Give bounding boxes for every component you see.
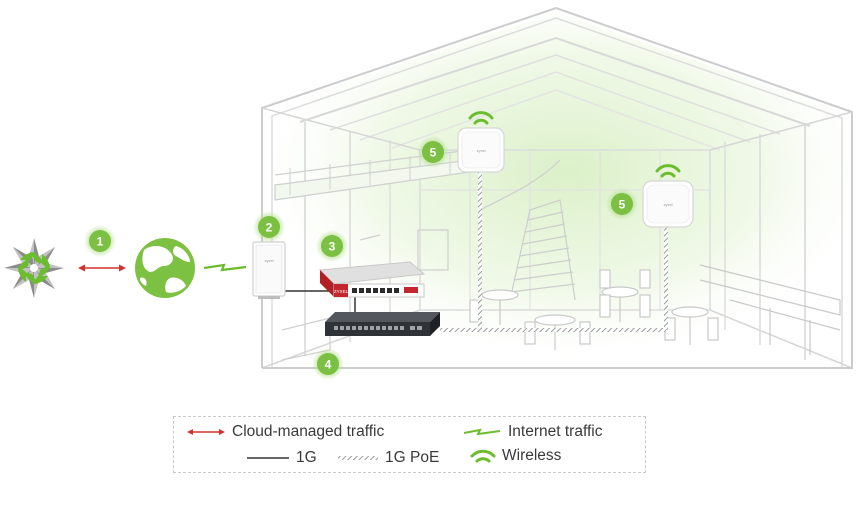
legend: Cloud-managed traffic Internet traffic 1… xyxy=(173,416,646,473)
red-double-arrow-icon xyxy=(187,429,225,435)
badge-ceiling-ap-2-number: 5 xyxy=(619,198,626,212)
cloud-managed-traffic-arrow xyxy=(78,264,126,272)
globe-icon xyxy=(135,238,195,298)
cable-poe-ap1 xyxy=(478,172,482,330)
outdoor-access-point: zyxel xyxy=(252,241,286,299)
firewall-device: ZYXEL xyxy=(318,261,426,298)
wireless-icon xyxy=(470,449,496,463)
badge-ceiling-ap-2: 5 xyxy=(606,188,638,220)
badge-outdoor-ap: 2 xyxy=(253,211,285,243)
wireless-icon xyxy=(468,111,494,125)
cable-poe-floor xyxy=(440,328,666,332)
poe-switch-device xyxy=(325,312,440,336)
badge-cloud-number: 1 xyxy=(97,235,104,249)
legend-item-1g: 1G xyxy=(246,449,317,467)
wireless-icon xyxy=(655,164,681,178)
badge-cloud: 1 xyxy=(84,225,116,257)
badge-outdoor-ap-number: 2 xyxy=(266,221,273,235)
lightning-link-icon xyxy=(463,428,501,436)
ap-brand-label: zyxel xyxy=(264,258,273,263)
legend-wireless-label: Wireless xyxy=(502,447,562,464)
ceiling-ap-1-brand: zyxel xyxy=(476,148,485,153)
legend-cloud-managed-label: Cloud-managed traffic xyxy=(232,423,385,440)
legend-item-cloud-managed: Cloud-managed traffic xyxy=(186,423,384,441)
badge-ceiling-ap-1: 5 xyxy=(417,136,449,168)
badge-switch-number: 4 xyxy=(325,358,332,372)
internet-traffic-link xyxy=(203,263,247,272)
legend-internet-label: Internet traffic xyxy=(508,423,603,440)
hatched-line-icon xyxy=(338,456,378,460)
building-illustration xyxy=(261,6,853,369)
firewall-brand-label: ZYXEL xyxy=(334,289,349,294)
legend-1g-poe-label: 1G PoE xyxy=(385,449,440,466)
badge-firewall-number: 3 xyxy=(329,240,336,254)
badge-ceiling-ap-1-number: 5 xyxy=(430,146,437,160)
ceiling-access-point-1: zyxel xyxy=(457,127,505,173)
solid-line-icon xyxy=(247,457,289,459)
legend-item-wireless: Wireless xyxy=(470,447,561,465)
legend-item-internet: Internet traffic xyxy=(462,423,602,441)
ceiling-ap-2-brand: zyxel xyxy=(663,202,672,207)
legend-1g-label: 1G xyxy=(296,449,317,466)
badge-switch: 4 xyxy=(312,348,344,380)
badge-firewall: 3 xyxy=(316,230,348,262)
nebula-cloud-icon xyxy=(4,238,64,298)
legend-item-1g-poe: 1G PoE xyxy=(337,449,439,467)
ceiling-access-point-2: zyxel xyxy=(642,180,694,228)
cable-poe-ap2 xyxy=(664,226,668,330)
cabling xyxy=(285,172,668,332)
